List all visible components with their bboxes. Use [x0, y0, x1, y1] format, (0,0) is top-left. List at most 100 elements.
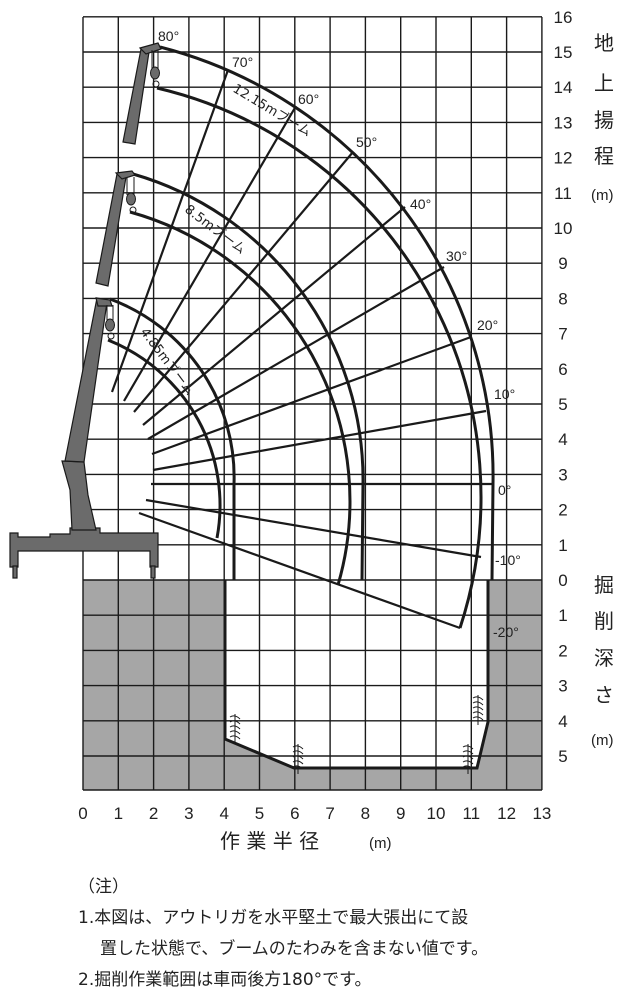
ray-60	[123, 105, 297, 402]
auger-flight	[292, 745, 304, 750]
boom-12-15-section	[122, 48, 150, 145]
arc-4-85m-inner	[107, 338, 222, 539]
angle-label-0: 0°	[498, 482, 511, 498]
ray-40	[142, 206, 406, 426]
angle-label-30: 30°	[446, 248, 467, 264]
note-2: 2.掘削作業範囲は車両後方180°です。	[78, 970, 372, 990]
arc-12-15m-inner	[156, 86, 483, 629]
auger-flight	[229, 730, 241, 735]
height-tick-label: 8	[558, 289, 567, 308]
depth-tick-label: 3	[558, 677, 567, 696]
ray-70	[110, 69, 230, 393]
x-tick-label: 0	[78, 804, 87, 823]
note-1-continued: 置した状態で、ブームのたわみを含まない値です。	[100, 939, 489, 959]
x-tick-label: 6	[290, 804, 299, 823]
height-tick-label: 3	[558, 465, 567, 484]
augers	[229, 695, 484, 774]
auger-flight	[472, 706, 484, 711]
angle-label-80: 80°	[158, 28, 179, 44]
height-tick-label: 14	[554, 78, 573, 97]
height-tick-label: 15	[554, 43, 573, 62]
depth-title-char: 削	[594, 609, 614, 633]
x-tick-label: 2	[149, 804, 158, 823]
auger-flight	[229, 735, 241, 740]
height-tick-label: 7	[558, 325, 567, 344]
height-tick-label: 4	[558, 430, 567, 449]
height-tick-label: 2	[558, 501, 567, 520]
depth-title-char: さ	[594, 683, 614, 707]
auger-flight	[472, 696, 484, 701]
auger-flight	[229, 715, 241, 720]
x-tick-label: 10	[427, 804, 446, 823]
x-axis-title: 作 業 半 径	[220, 829, 319, 853]
outrigger-leg-right	[150, 565, 156, 579]
crane-column	[61, 460, 97, 531]
height-tick-label: 16	[554, 8, 573, 27]
boom-8-5-section	[95, 173, 127, 287]
arc-8-5m-inner	[129, 210, 352, 586]
depth-title-char: 掘	[594, 573, 614, 597]
angle-label-10: 10°	[494, 386, 515, 402]
angle-label-20: 20°	[477, 317, 498, 333]
x-tick-label: 11	[462, 804, 480, 823]
height-title-char: 地	[594, 31, 614, 55]
height-tick-label: 13	[554, 113, 573, 132]
angle-label-minus20: -20°	[493, 624, 519, 640]
depth-tick-label: 4	[558, 712, 567, 731]
hook-block-icon	[126, 192, 136, 206]
depth-tick-label: 1	[558, 606, 567, 625]
depth-title-unit: (m)	[591, 732, 614, 749]
excavation-range-outline	[223, 580, 490, 770]
note-1: 1.本図は、アウトリガを水平堅土で最大張出にて設	[78, 908, 469, 928]
ray-50	[133, 151, 354, 413]
notes: （注） 1.本図は、アウトリガを水平堅土で最大張出にて設 置した状態で、ブームの…	[78, 872, 488, 996]
boom-head-8-5	[114, 170, 136, 180]
x-tick-label: 7	[325, 804, 334, 823]
height-title-char: 上	[594, 71, 614, 95]
auger-flight	[472, 701, 484, 706]
angle-rays	[110, 69, 493, 630]
boom-head-12-15	[138, 42, 162, 55]
arc-4-85m-outer	[109, 297, 236, 580]
height-tick-label: 9	[558, 254, 567, 273]
ray-30	[147, 266, 445, 440]
grid	[82, 16, 543, 791]
height-tick-label: 1	[558, 536, 567, 555]
ray-minus10	[145, 498, 482, 559]
auger-flight	[472, 711, 484, 716]
height-tick-label: 6	[558, 360, 567, 379]
boom-head-4-85	[95, 297, 113, 307]
auger-flight	[292, 760, 304, 765]
auger-icon	[462, 744, 474, 774]
outrigger-beam	[9, 527, 159, 568]
x-tick-label: 4	[219, 804, 228, 823]
hook-block-icon	[105, 318, 115, 332]
auger-flight	[292, 750, 304, 755]
auger-flight	[472, 716, 484, 721]
x-tick-label: 8	[361, 804, 370, 823]
x-tick-label: 13	[532, 804, 551, 823]
x-tick-label: 3	[184, 804, 193, 823]
arc-8-5m-outer	[132, 172, 365, 581]
auger-flight	[229, 725, 241, 730]
auger-flight	[462, 750, 474, 755]
x-axis-unit: (m)	[369, 835, 392, 852]
height-title-char: 揚	[594, 108, 614, 132]
height-tick-label: 11	[554, 184, 572, 203]
hooks	[105, 50, 160, 340]
angle-label-40: 40°	[410, 196, 431, 212]
auger-flight	[462, 745, 474, 750]
outrigger-leg-left	[12, 565, 18, 579]
arc-12-15m-outer	[159, 45, 495, 581]
x-tick-label: 1	[114, 804, 123, 823]
depth-tick-label: 5	[558, 747, 567, 766]
hook-block-icon	[150, 66, 160, 80]
notes-heading: （注）	[78, 877, 129, 897]
angle-label-70: 70°	[232, 54, 253, 70]
ray-10	[152, 409, 487, 472]
crane-illustration	[9, 42, 162, 579]
angle-label-50: 50°	[356, 134, 377, 150]
auger-flight	[462, 760, 474, 765]
